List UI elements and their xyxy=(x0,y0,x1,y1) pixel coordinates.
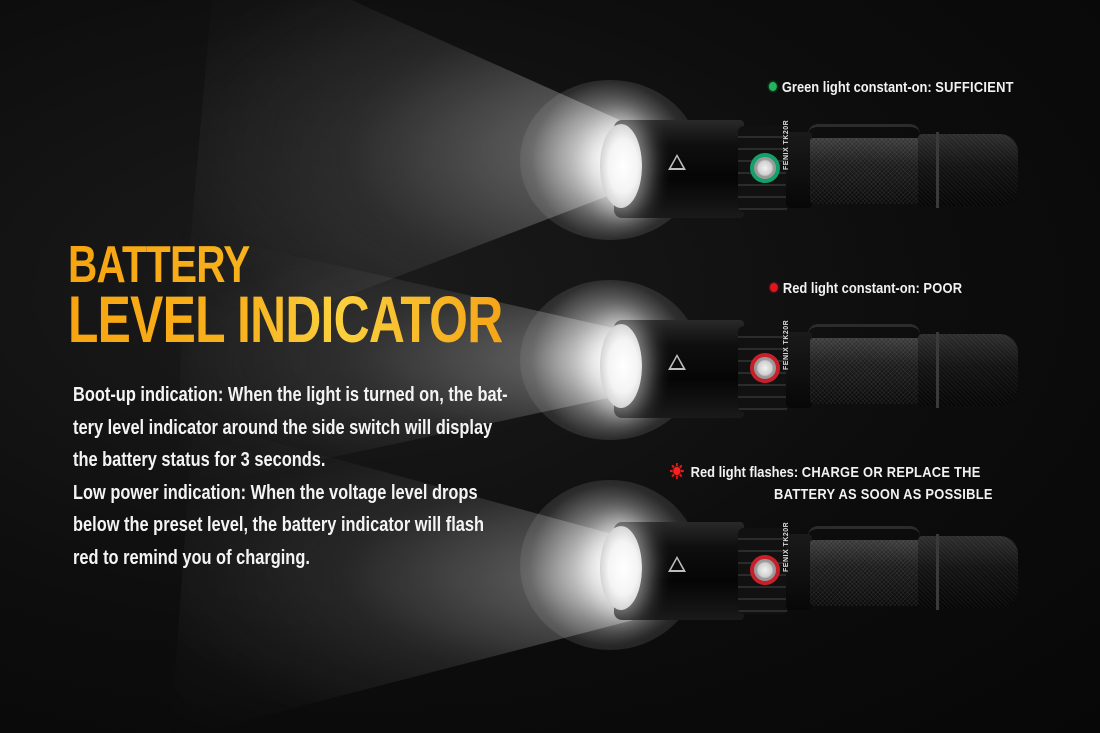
indicator-caption-charge: Red light flashes: CHARGE OR REPLACE THE… xyxy=(670,462,993,506)
brand-mark: FENIX TK20R xyxy=(783,319,790,370)
flashlight-lens xyxy=(600,324,642,408)
red-flash-icon xyxy=(670,463,684,479)
flashlight-lens xyxy=(600,526,642,610)
flashlight-ring xyxy=(786,332,812,408)
pocket-clip xyxy=(808,324,920,334)
flashlight-red-indicator: FENIX TK20R xyxy=(600,312,1030,422)
low-power-indication-text: Low power indication: When the voltage l… xyxy=(73,481,485,569)
title-line-2: LEVEL INDICATOR xyxy=(68,282,503,356)
side-switch-red-ring xyxy=(750,555,780,585)
warning-triangle-icon xyxy=(668,354,686,370)
indicator-label: Red light constant-on: xyxy=(782,280,920,297)
warning-triangle-icon xyxy=(668,556,686,572)
flashlight-green-indicator: FENIX TK20R xyxy=(600,112,1030,222)
flashlight-red-flashing-indicator: FENIX TK20R xyxy=(600,514,1030,624)
flashlight-ring xyxy=(786,132,812,208)
indicator-status-line-1: CHARGE OR REPLACE THE xyxy=(801,464,981,481)
side-switch-red-ring xyxy=(750,353,780,383)
green-dot-icon xyxy=(769,82,777,91)
tail-ring xyxy=(936,332,939,408)
tail-cap xyxy=(918,134,1018,206)
description: Boot-up indication: When the light is tu… xyxy=(73,379,565,574)
indicator-label: Red light flashes: xyxy=(690,464,799,481)
tail-ring xyxy=(936,534,939,610)
brand-mark: FENIX TK20R xyxy=(783,521,790,572)
indicator-caption-sufficient: Green light constant-on: SUFFICIENT xyxy=(769,79,1014,96)
bootup-indication-text: Boot-up indication: When the light is tu… xyxy=(73,384,508,471)
brand-mark: FENIX TK20R xyxy=(783,119,790,170)
indicator-status: POOR xyxy=(923,280,963,297)
side-switch-green-ring xyxy=(750,153,780,183)
knurled-body xyxy=(810,540,920,606)
pocket-clip xyxy=(808,124,920,134)
pocket-clip xyxy=(808,526,920,536)
red-dot-icon xyxy=(770,283,778,292)
indicator-label: Green light constant-on: xyxy=(781,79,932,96)
knurled-body xyxy=(810,138,920,204)
warning-triangle-icon xyxy=(668,154,686,170)
page-title: BATTERY LEVEL INDICATOR xyxy=(68,239,643,356)
knurled-body xyxy=(810,338,920,404)
tail-cap xyxy=(918,536,1018,608)
flashlight-lens xyxy=(600,124,642,208)
tail-ring xyxy=(936,132,939,208)
indicator-status-line-2: BATTERY AS SOON AS POSSIBLE xyxy=(774,486,993,503)
flashlight-ring xyxy=(786,534,812,610)
tail-cap xyxy=(918,334,1018,406)
indicator-caption-poor: Red light constant-on: POOR xyxy=(770,280,962,297)
title-line-1: BATTERY xyxy=(68,239,517,291)
indicator-status: SUFFICIENT xyxy=(935,79,1014,96)
